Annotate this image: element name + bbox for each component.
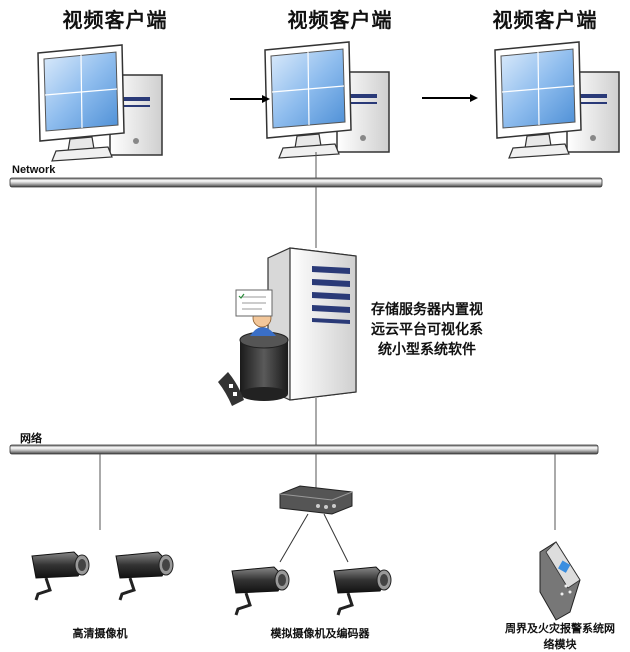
analog-camera-icon-2 (332, 565, 393, 617)
alarm-module-icon (539, 541, 581, 621)
client-label-1: 视频客户端 (62, 8, 168, 32)
client-label-2: 视频客户端 (287, 8, 393, 32)
encoder-icon (279, 485, 353, 515)
network-label-top: Network (12, 164, 56, 176)
server-description-line-1: 存储服务器内置视 (371, 302, 483, 318)
analog-cameras-label: 模拟摄像机及编码器 (270, 627, 370, 640)
alarm-label: 周界及火灾报警系统网 络模块 (492, 620, 628, 652)
network-cable-bottom (9, 444, 599, 455)
alarm-label-line-1: 周界及火灾报警系统网 (505, 622, 615, 635)
server-description: 存储服务器内置视 远云平台可视化系 统小型系统软件 (362, 300, 492, 360)
server-icon (267, 247, 357, 401)
client-label-3: 视频客户端 (492, 8, 598, 32)
alarm-label-line-2: 络模块 (543, 638, 577, 651)
arrow-icon-2 (422, 94, 478, 102)
pc-icon-2 (264, 41, 390, 159)
server-description-line-2: 远云平台可视化系 (371, 322, 483, 338)
hd-camera-icon-1 (30, 550, 91, 602)
arrow-icon-1 (230, 95, 270, 103)
hd-camera-icon-2 (114, 550, 175, 602)
storage-cylinder-icon (239, 331, 289, 401)
network-label-bottom: 网络 (20, 433, 42, 445)
network-cable-top (9, 177, 603, 188)
link-encoder-camera-2 (323, 513, 349, 563)
link-encoder-camera-1 (279, 513, 309, 563)
document-icon (235, 289, 273, 317)
analog-camera-icon-1 (230, 565, 291, 617)
hd-cameras-label: 高清摄像机 (72, 627, 128, 640)
film-reel-icon (218, 372, 244, 406)
pc-icon-3 (494, 41, 620, 159)
pc-icon-1 (37, 44, 163, 162)
server-description-line-3: 统小型系统软件 (378, 342, 476, 358)
